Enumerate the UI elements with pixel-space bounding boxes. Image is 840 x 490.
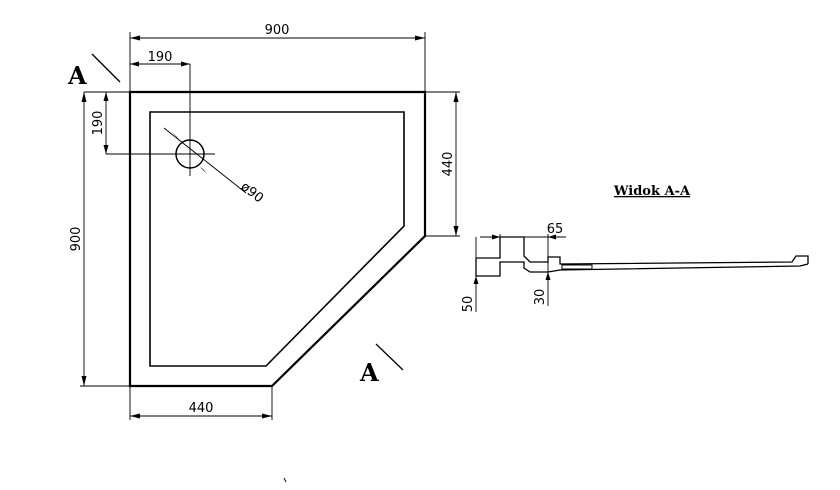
dim-65-label: 65 — [547, 222, 564, 237]
dim-top-arrow-r — [415, 35, 425, 41]
section-profile-top — [476, 236, 809, 265]
dim-50-label: 50 — [461, 296, 476, 313]
dim-bottom-arrow-l — [130, 413, 140, 419]
section-view: Widok A-A 65 50 30 — [461, 184, 809, 313]
section-profile-bottom — [476, 261, 809, 277]
dim-right-label: 440 — [441, 152, 456, 177]
section-grate — [561, 264, 593, 270]
dim-left-arrow-t — [81, 92, 87, 102]
section-line-top — [91, 53, 121, 83]
dim-left-arrow-b — [81, 376, 87, 386]
dim-top-label: 900 — [265, 23, 290, 38]
dim-bottom-arrow-r — [262, 413, 272, 419]
drain-diameter-label: ø90 — [238, 179, 267, 206]
dim-190v-arrow-t — [103, 92, 109, 101]
dim-right-arrow-b — [453, 226, 459, 236]
dim-bottom-label: 440 — [189, 401, 214, 416]
stray-mark — [283, 477, 287, 483]
dim-65-arrow-r — [548, 234, 556, 240]
dim-30-arrow — [545, 272, 551, 280]
plan-view: ø90 900 190 190 900 440 — [67, 23, 460, 420]
dim-190v-arrow-b — [103, 145, 109, 154]
drain-arrow-b — [200, 167, 207, 174]
dim-190h-label: 190 — [148, 50, 173, 65]
drain-arrow-a — [172, 132, 180, 141]
tray-basin — [149, 111, 405, 367]
drain-diameter-leader — [163, 127, 247, 194]
dim-right-arrow-t — [453, 92, 459, 102]
dim-190h-arrow-r — [181, 61, 190, 67]
dim-190v-label: 190 — [91, 111, 106, 136]
section-title: Widok A-A — [613, 184, 691, 199]
dim-190h-arrow-l — [130, 61, 139, 67]
dim-50-arrow — [473, 276, 479, 284]
section-mark-top: A — [67, 61, 87, 90]
dim-top-arrow-l — [130, 35, 140, 41]
tray-outline — [128, 90, 427, 388]
section-mark-bottom: A — [359, 358, 379, 387]
dim-65-arrow-l — [492, 234, 500, 240]
dim-30-label: 30 — [533, 289, 548, 306]
section-line-bottom — [375, 343, 404, 371]
dim-left-label: 900 — [69, 227, 84, 252]
